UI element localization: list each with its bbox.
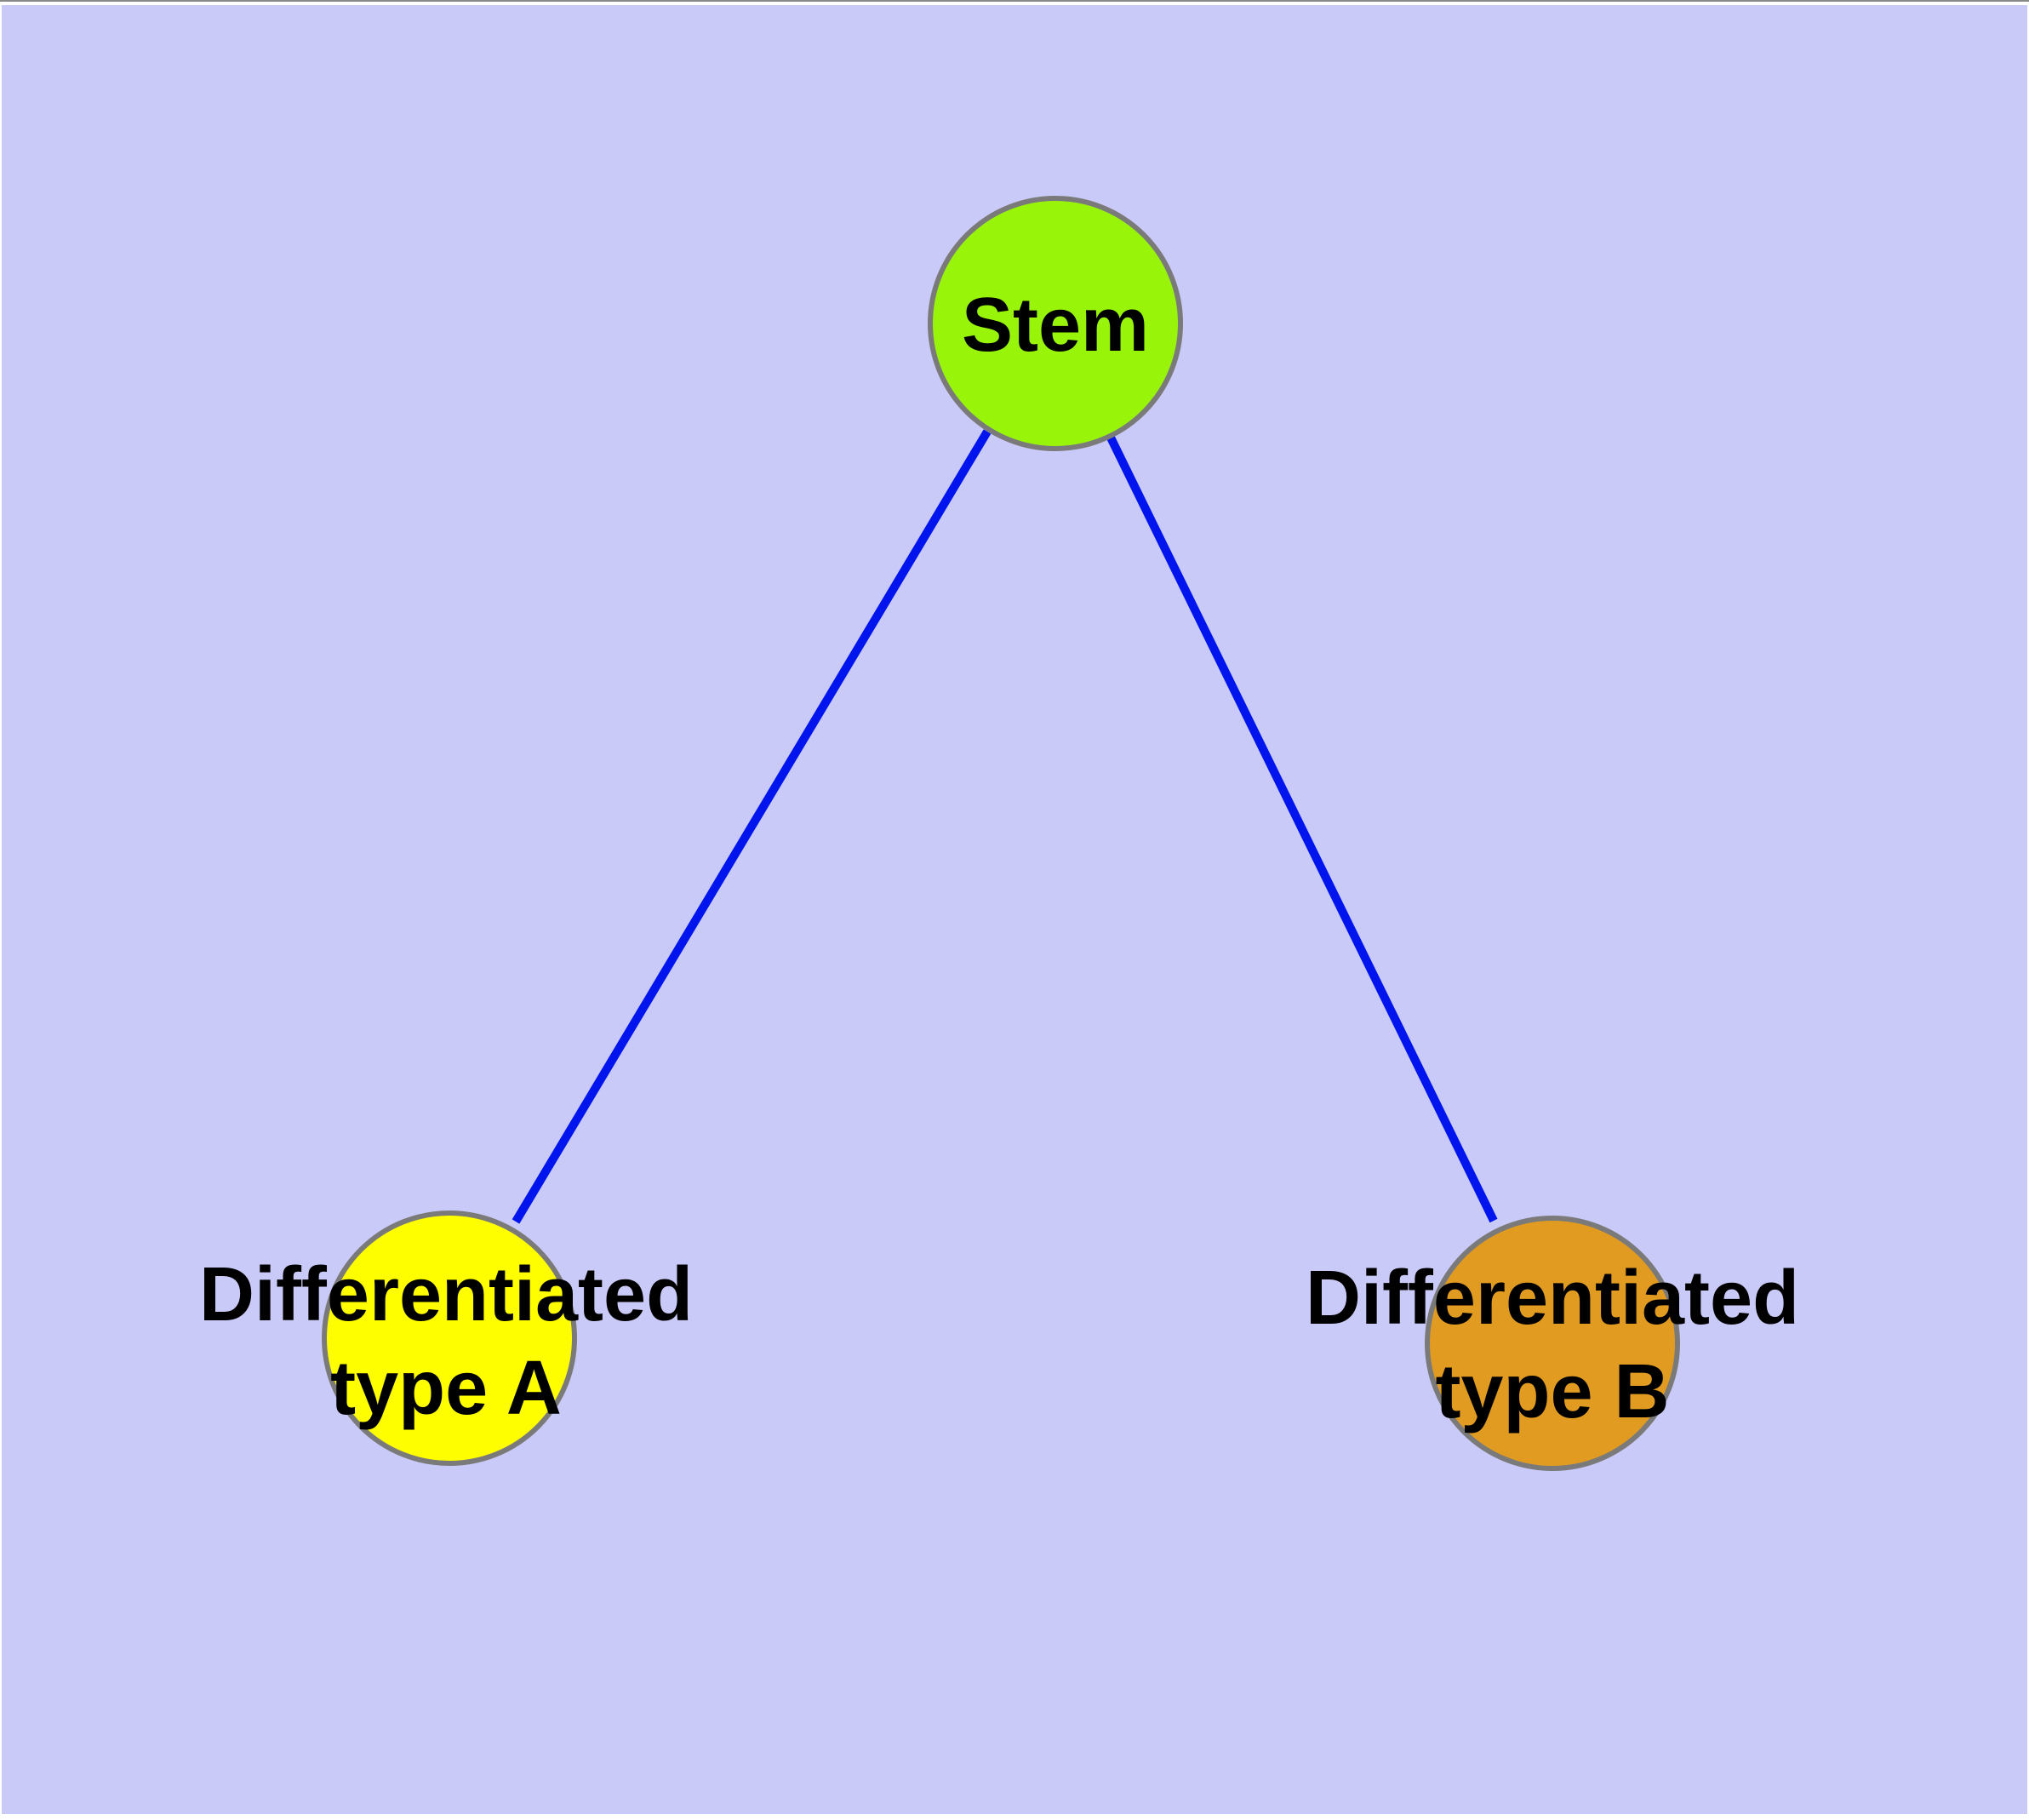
node-stem-label-line: Stem <box>961 283 1150 368</box>
node-type-b-label-line1: Differentiated <box>1305 1256 1800 1341</box>
node-stem <box>928 196 1183 451</box>
node-type-b-label-line2: type B <box>1435 1349 1670 1434</box>
node-stem-label: Stem <box>962 278 1149 372</box>
node-type-a-label-line1: Differentiated <box>198 1252 694 1337</box>
node-differentiated-type-b-label: Differentiated type B <box>1306 1251 1799 1439</box>
node-differentiated-type-a-label: Differentiated type A <box>199 1248 693 1435</box>
edge-stem-to-type-a <box>512 429 992 1224</box>
node-type-a-label-line2: type A <box>330 1346 562 1431</box>
node-differentiated-type-b <box>1425 1216 1680 1471</box>
window-top-edge <box>0 0 2029 2</box>
edge-stem-to-type-b <box>1106 435 1498 1223</box>
node-differentiated-type-a <box>322 1210 577 1466</box>
edge-layer <box>512 429 1498 1224</box>
plot-background: Stem Differentiated type A Differentiate… <box>2 5 2027 1814</box>
